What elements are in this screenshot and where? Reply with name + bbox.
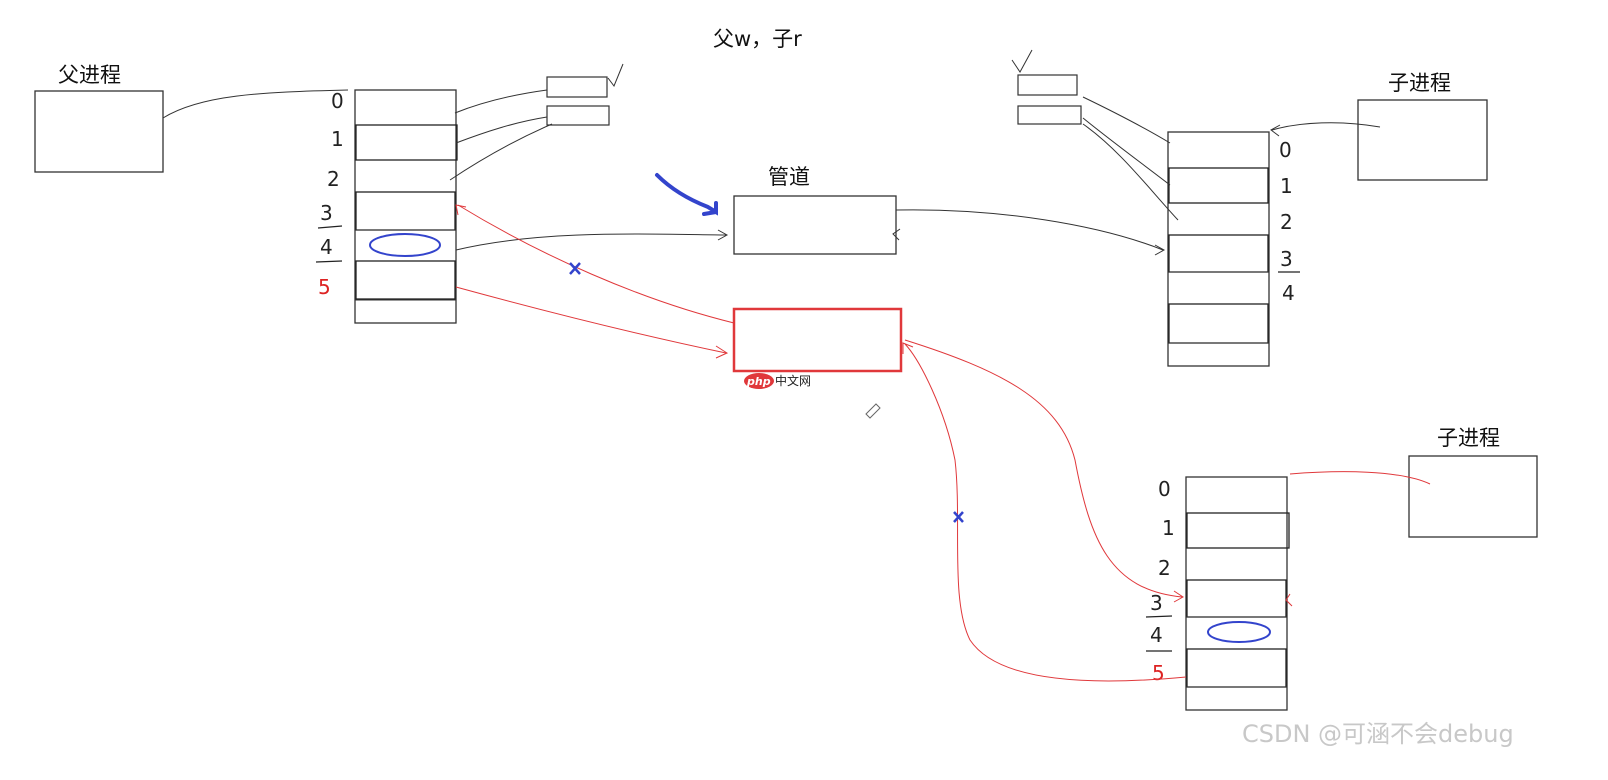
child-top-process-label: 子进程 xyxy=(1388,71,1451,95)
parent-to-fdtable-line xyxy=(162,89,349,119)
child-top-fd-index-1: 1 xyxy=(1280,174,1293,198)
child-top-stdin-file xyxy=(1017,74,1078,96)
child-fd5-to-file-line xyxy=(904,343,1187,682)
child-top-fd-index-4: 4 xyxy=(1282,281,1295,305)
child-top-fd-slot-3 xyxy=(1168,234,1269,273)
parent-fd-slot-3 xyxy=(355,191,456,231)
child-top-process-box xyxy=(1357,99,1488,181)
child-bottom-fd-table xyxy=(1185,476,1290,711)
parent-fd-slot-1 xyxy=(355,124,458,161)
child-bottom-fd-slot-1 xyxy=(1186,512,1290,549)
parent-process-box xyxy=(34,90,164,173)
child-bottom-fd-index-4: 4 xyxy=(1150,623,1163,647)
child-top-fd-table xyxy=(1167,131,1270,367)
child-bottom-fd4-closed-mark xyxy=(1207,621,1271,643)
parent-fd-indices: 0 1 2 3 4 5 xyxy=(315,89,344,299)
parent-stdin-file xyxy=(546,76,608,98)
php-site-text: 中文网 xyxy=(775,373,811,388)
child-bottom-fd-index-0: 0 xyxy=(1158,477,1171,501)
child-top-fd-index-0: 0 xyxy=(1279,138,1292,162)
diagram-title: 父w，子r xyxy=(713,27,802,51)
parent-fd5-to-file-line xyxy=(455,286,727,354)
child-top-fd-slot-5 xyxy=(1168,303,1269,344)
file-to-child-fd3-line xyxy=(904,339,1183,598)
child-top-fd-slot-1 xyxy=(1168,167,1269,204)
child-bottom-fd-index-5: 5 xyxy=(1152,661,1165,685)
file-box xyxy=(732,307,903,373)
child-top-fd-indices: 0 1 2 3 4 xyxy=(1278,138,1300,305)
child-bottom-fd-slot-5 xyxy=(1186,648,1287,688)
parent-to-pipe-line xyxy=(455,233,727,251)
parent-fd-index-3: 3 xyxy=(320,201,333,225)
parent-fd-index-4: 4 xyxy=(320,235,333,259)
child-top-stdout-file xyxy=(1017,105,1082,125)
child-top-fd-index-2: 2 xyxy=(1280,210,1293,234)
child-bottom-fd-slot-3 xyxy=(1186,579,1287,618)
parent-fd-slot-5 xyxy=(355,260,456,300)
parent-fd-table xyxy=(354,89,458,324)
child-bottom-process-label: 子进程 xyxy=(1437,426,1500,450)
php-logo-text: php xyxy=(746,375,771,388)
check-icon xyxy=(1011,49,1033,73)
file-to-parent-fd3-line xyxy=(457,204,735,324)
parent-fd4-closed-mark xyxy=(369,233,441,257)
parent-fd-index-0: 0 xyxy=(331,89,344,113)
cross-icon xyxy=(569,262,581,275)
parent-fd-index-2: 2 xyxy=(327,167,340,191)
child-bottom-fd-index-1: 1 xyxy=(1162,516,1175,540)
csdn-watermark: CSDN @可涵不会debug xyxy=(1242,720,1514,748)
parent-stdout-file xyxy=(546,105,610,126)
pipe-to-child-line xyxy=(895,209,1164,251)
child-bottom-to-fdtable-line xyxy=(1289,471,1431,485)
pipe-box xyxy=(733,195,897,255)
child-bottom-fd-index-2: 2 xyxy=(1158,556,1171,580)
pipe-label: 管道 xyxy=(768,165,810,189)
cross-icon xyxy=(953,511,964,523)
parent-process-label: 父进程 xyxy=(58,63,121,87)
parent-fd-index-1: 1 xyxy=(331,127,344,151)
check-icon xyxy=(607,63,624,88)
child-bottom-fd-index-3: 3 xyxy=(1150,591,1163,615)
child-top-fd-index-3: 3 xyxy=(1280,247,1293,271)
parent-fd-index-5: 5 xyxy=(318,275,331,299)
blue-arrow-icon xyxy=(655,173,718,216)
php-logo: php 中文网 xyxy=(744,373,811,389)
child-bottom-process-box xyxy=(1408,455,1538,538)
pencil-icon xyxy=(865,403,881,419)
child-bottom-fd-indices: 0 1 2 3 4 5 xyxy=(1145,477,1175,685)
